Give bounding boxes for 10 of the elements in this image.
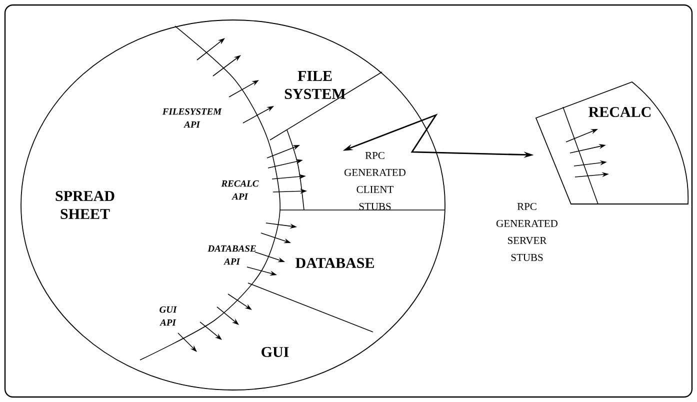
region-label: FILE SYSTEM [284,71,346,99]
api-label: GUI API [160,306,177,326]
api-label: DATABASE API [208,245,256,265]
region-label: GUI [262,346,289,358]
server-box: RECALC [536,82,688,204]
api-label: RPC GENERATED SERVER STUBS [496,202,558,262]
region-label: DATABASE [296,258,374,268]
region-label: RPC GENERATED CLIENT STUBS [344,152,406,210]
api-label: RECALC API [221,180,259,200]
api-label: FILESYSTEM API [162,108,222,128]
